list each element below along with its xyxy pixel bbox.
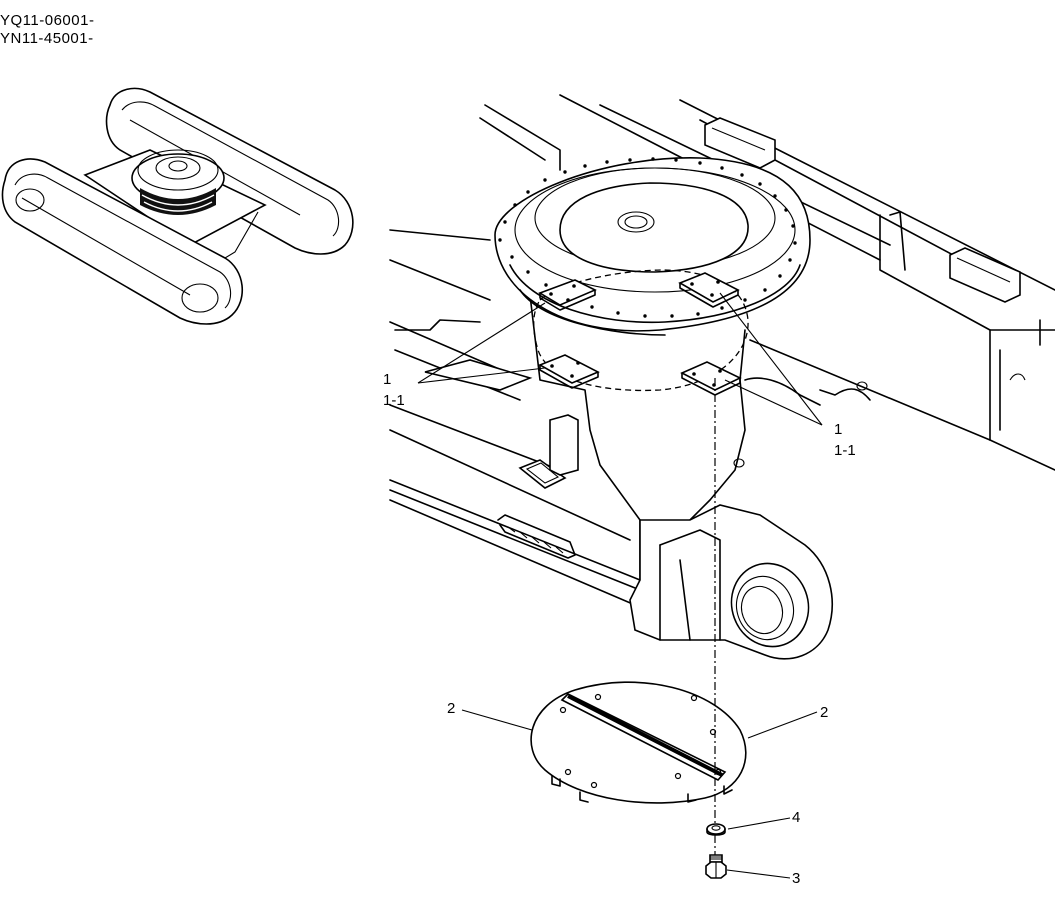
mounting-plate-lower-right <box>680 361 742 396</box>
serial-number-block: YQ11-06001- YN11-45001- <box>0 12 94 48</box>
under-cover <box>530 681 747 804</box>
callout-washer: 4 <box>792 809 800 826</box>
mounting-plate-lower-left <box>538 354 600 389</box>
callout-cover-left: 2 <box>447 700 455 717</box>
callout-plate-right-sub: 1-1 <box>834 442 856 459</box>
callout-plate-left: 1 <box>383 371 391 388</box>
washer <box>706 823 726 836</box>
callout-cover-right: 2 <box>820 704 828 721</box>
swing-bearing <box>494 157 811 336</box>
undercarriage-overview-inset <box>1 87 354 325</box>
callout-plate-left-sub: 1-1 <box>383 392 405 409</box>
serial-number-1: YQ11-06001- <box>0 12 95 29</box>
serial-number-2: YN11-45001- <box>0 30 94 47</box>
mounting-plate-upper-right <box>678 272 740 308</box>
hidden-outline <box>533 269 749 392</box>
lower-frame-body <box>389 94 1055 660</box>
bolt <box>705 854 727 879</box>
leader-lines <box>417 292 823 879</box>
mounting-plate-upper-left <box>538 279 597 311</box>
callout-bolt: 3 <box>792 870 800 887</box>
callout-plate-right: 1 <box>834 421 842 438</box>
